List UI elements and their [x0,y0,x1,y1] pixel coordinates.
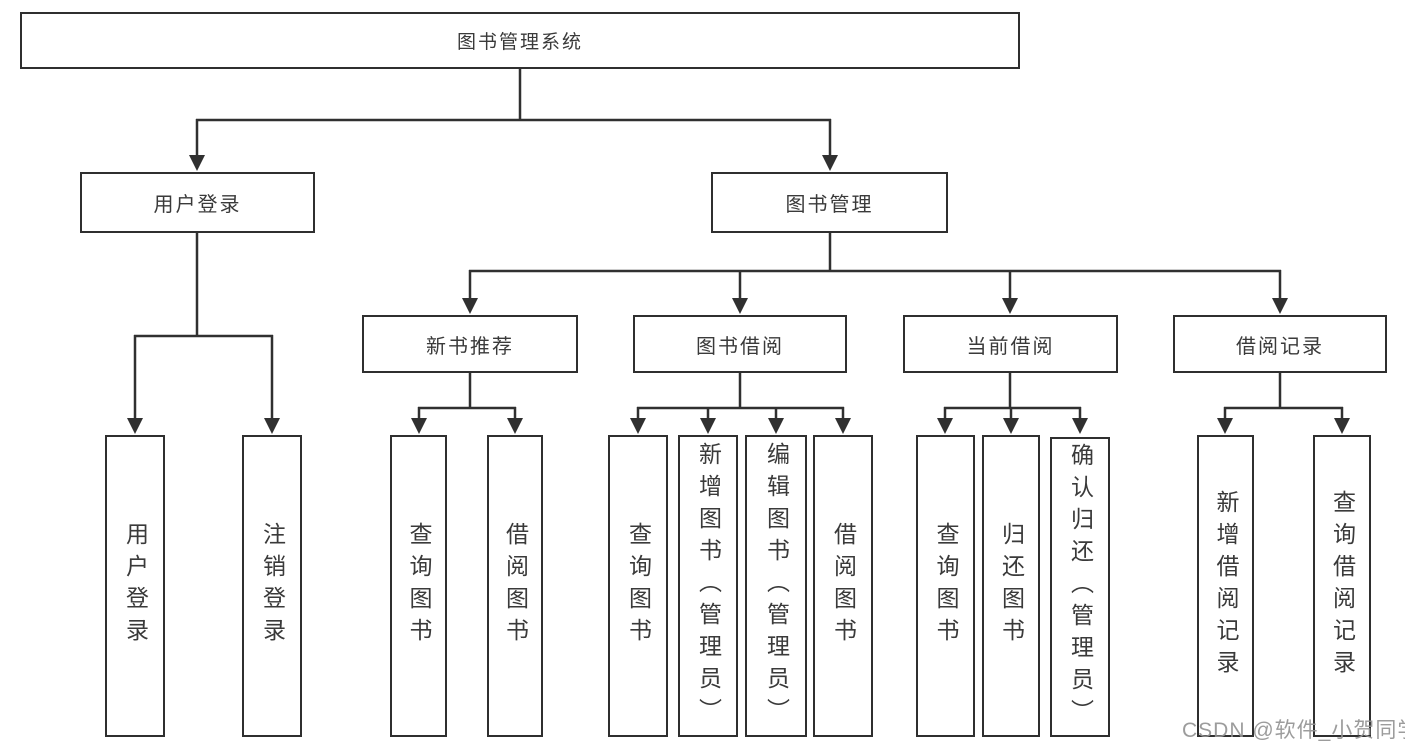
arrowhead-icons [127,155,1350,434]
leaf-edit-books-admin: 编辑图书（管理员） [745,435,807,737]
leaf-label: 确认归还（管理员） [1067,443,1094,731]
node-book-borrow: 图书借阅 [633,315,847,373]
node-label: 用户登录 [153,194,242,216]
leaf-user-login: 用户登录 [105,435,165,737]
node-label: 图书管理系统 [456,32,583,53]
node-label: 当前借阅 [966,335,1055,358]
leaf-borrow-books-2: 借阅图书 [813,435,873,737]
leaf-query-books-2: 查询图书 [608,435,668,737]
leaf-label: 查询借阅记录 [1329,490,1356,682]
leaf-label: 新增借阅记录 [1213,490,1239,682]
node-new-book-recommend: 新书推荐 [362,315,578,373]
leaf-add-books-admin: 新增图书（管理员） [678,435,738,737]
node-current-borrow: 当前借阅 [903,315,1118,373]
node-label: 图书管理 [785,194,874,216]
leaf-label: 查询图书 [625,522,652,650]
leaf-label: 注销登录 [259,522,286,650]
leaf-label: 用户登录 [122,522,149,650]
leaf-label: 借阅图书 [502,522,529,650]
node-borrow-records: 借阅记录 [1173,315,1387,373]
leaf-query-books-3: 查询图书 [916,435,975,737]
leaf-confirm-return-admin: 确认归还（管理员） [1050,437,1110,737]
leaf-label: 查询图书 [933,522,959,650]
node-book-management-system: 图书管理系统 [20,12,1020,69]
leaf-label: 编辑图书（管理员） [763,442,790,730]
leaf-label: 借阅图书 [830,522,857,650]
node-book-management: 图书管理 [711,172,948,233]
node-label: 图书借阅 [696,335,784,358]
leaf-add-borrow-record: 新增借阅记录 [1197,435,1254,737]
node-user-login: 用户登录 [80,172,315,233]
leaf-label: 查询图书 [406,522,432,650]
leaf-borrow-books-1: 借阅图书 [487,435,543,737]
leaf-label: 归还图书 [998,522,1025,650]
leaf-query-borrow-record: 查询借阅记录 [1313,435,1371,737]
leaf-logout: 注销登录 [242,435,302,737]
csdn-watermark: CSDN @软件_小贺同学 [1182,719,1405,742]
leaf-query-books-1: 查询图书 [390,435,447,737]
node-label: 借阅记录 [1236,335,1324,358]
node-label: 新书推荐 [426,335,514,358]
leaf-label: 新增图书（管理员） [695,442,722,730]
leaf-return-books: 归还图书 [982,435,1040,737]
